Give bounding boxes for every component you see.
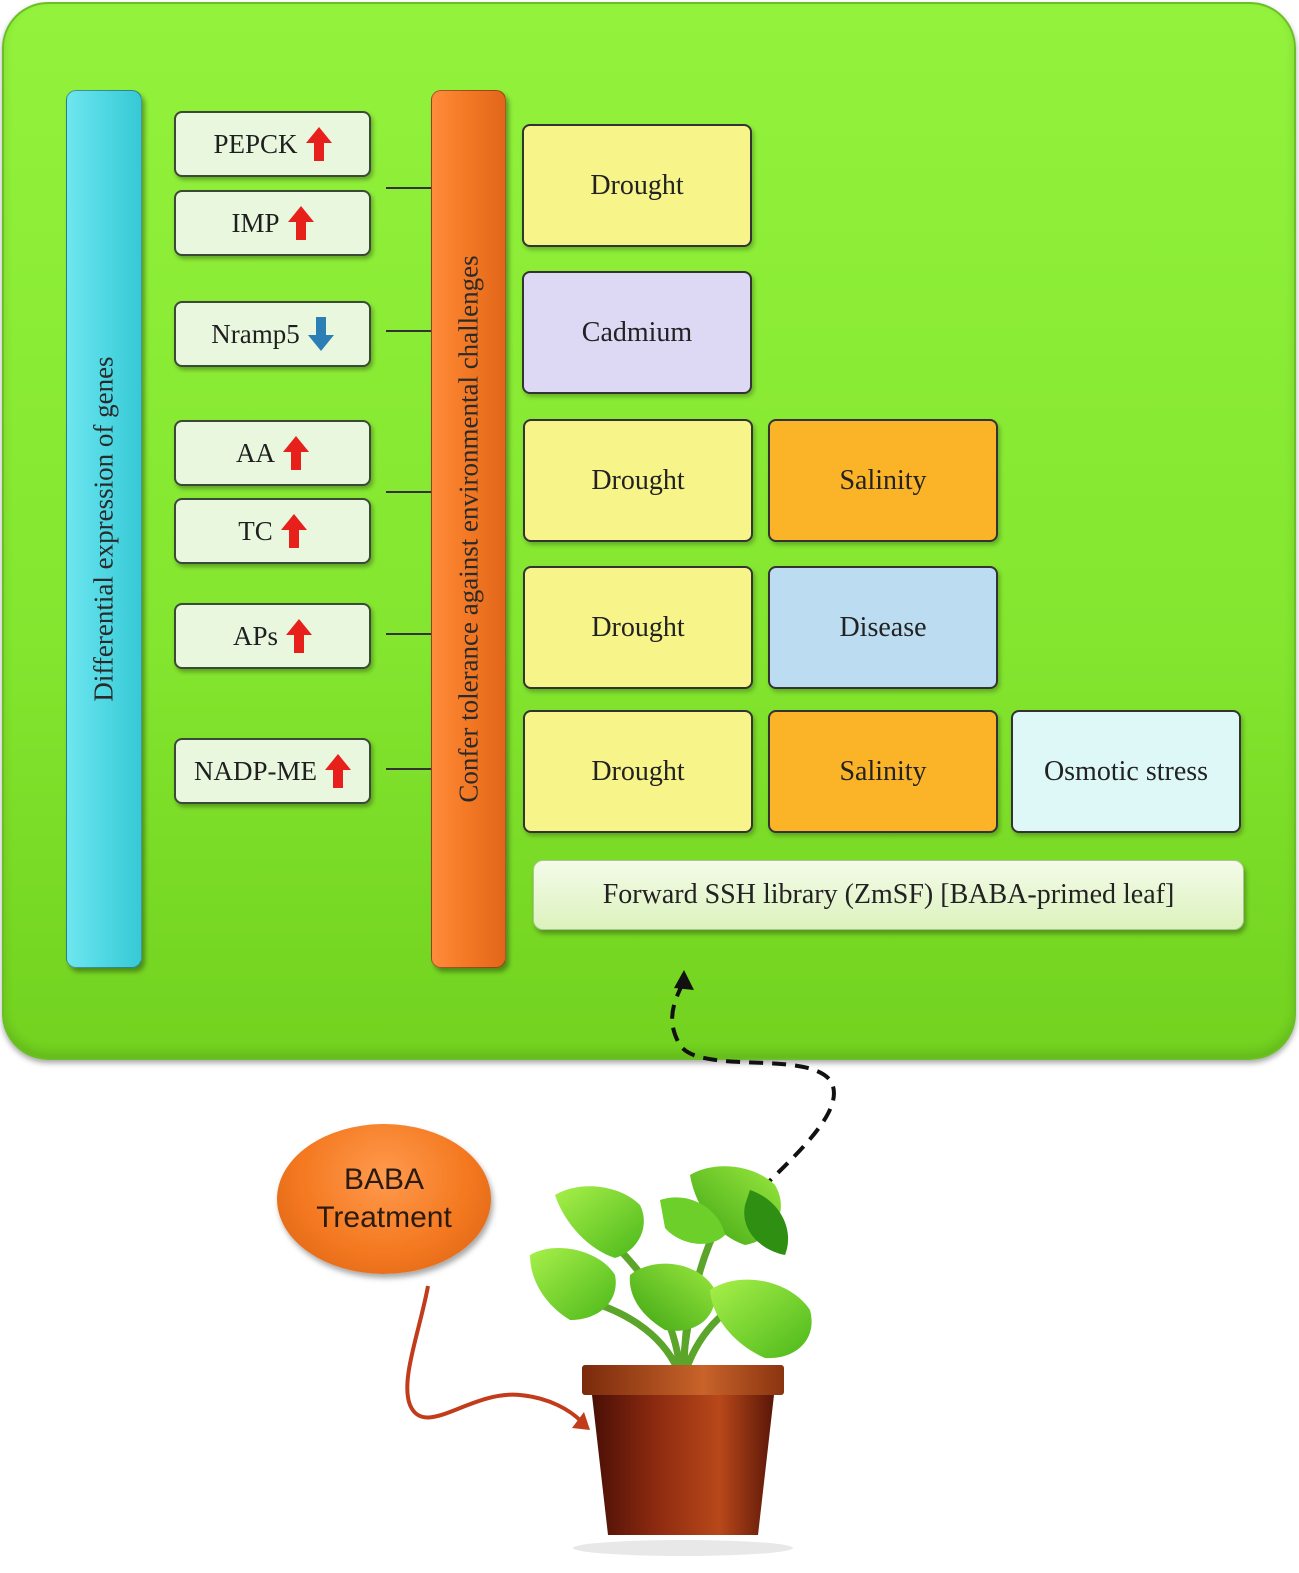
stress-box-salinity: Salinity: [768, 419, 998, 542]
up-arrow-icon: [280, 514, 307, 548]
gene-box-nramp5: Nramp5: [174, 301, 371, 367]
stress-label: Cadmium: [581, 316, 693, 348]
treatment-arrow: [405, 1285, 584, 1424]
up-arrow-icon: [287, 206, 314, 240]
stress-label: Drought: [591, 611, 685, 643]
stress-box-drought: Drought: [522, 124, 752, 247]
gene-label: TC: [238, 515, 273, 546]
up-arrow-icon: [283, 436, 309, 470]
up-arrow-icon: [305, 127, 332, 161]
connector-line: [386, 187, 431, 189]
connector-line: [386, 491, 431, 493]
stress-box-disease: Disease: [768, 566, 998, 689]
gene-label: Nramp5: [211, 318, 300, 349]
down-arrow-icon: [307, 317, 334, 351]
gene-box-aps: APs: [174, 603, 371, 669]
stress-label: Osmotic stress: [1043, 755, 1209, 787]
stress-label: Disease: [839, 611, 927, 643]
stress-label: Drought: [591, 464, 685, 496]
ssh-library-box: Forward SSH library (ZmSF) [BABA-primed …: [533, 860, 1244, 930]
stress-label: Salinity: [839, 755, 927, 787]
stress-box-drought: Drought: [523, 419, 753, 542]
stress-box-drought: Drought: [523, 710, 753, 833]
stress-label: Drought: [591, 755, 685, 787]
treatment-arrow-head: [572, 1412, 590, 1430]
gene-label: APs: [232, 620, 279, 651]
confer-tolerance-bar: Confer tolerance against environmental c…: [431, 90, 506, 968]
gene-box-aa: AA: [174, 420, 371, 486]
gene-label: PEPCK: [213, 128, 298, 159]
stress-label: Drought: [590, 169, 684, 201]
up-arrow-icon: [325, 754, 351, 788]
stress-box-osmotic-stress: Osmotic stress: [1011, 710, 1241, 833]
up-arrow-icon: [286, 619, 313, 653]
connector-line: [386, 633, 431, 635]
treatment-line2: Treatment: [316, 1201, 452, 1234]
gene-box-nadp-me: NADP-ME: [174, 738, 371, 804]
gene-label: NADP-ME: [193, 755, 317, 786]
stress-box-cadmium: Cadmium: [522, 271, 752, 394]
connector-line: [386, 768, 431, 770]
dashed-arrow-head: [674, 970, 694, 990]
treatment-line1: BABA: [343, 1163, 425, 1196]
gene-label: AA: [236, 437, 275, 468]
stress-label: Salinity: [839, 464, 927, 496]
gene-box-tc: TC: [174, 498, 371, 564]
connector-line: [386, 330, 431, 332]
ssh-library-label: Forward SSH library (ZmSF) [BABA-primed …: [602, 879, 1175, 910]
baba-treatment-oval: BABA Treatment: [277, 1124, 491, 1274]
differential-expression-bar: Differential expression of genes: [66, 90, 142, 968]
gene-label: IMP: [231, 207, 280, 238]
gene-box-imp: IMP: [174, 190, 371, 256]
gene-box-pepck: PEPCK: [174, 111, 371, 177]
stress-box-salinity: Salinity: [768, 710, 998, 833]
stress-box-drought: Drought: [523, 566, 753, 689]
